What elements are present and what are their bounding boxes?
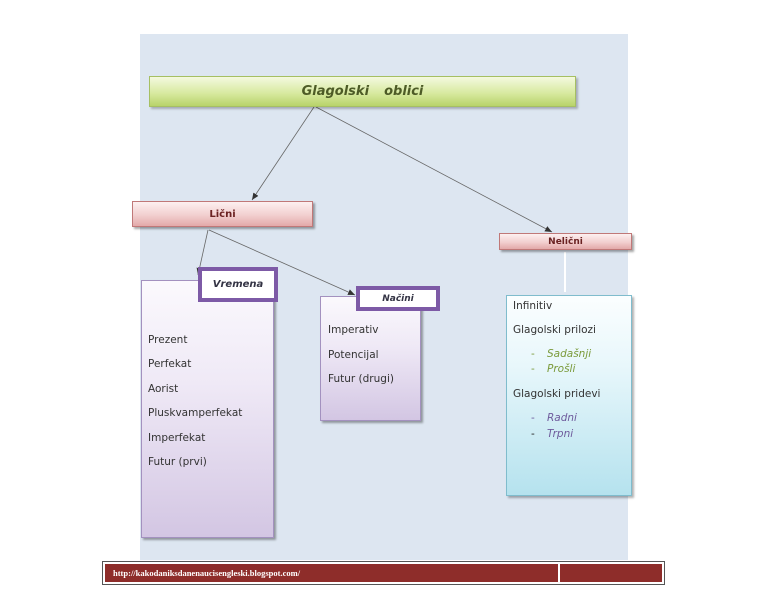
vremena-item: Futur (prvi) (148, 456, 207, 468)
dash: - (531, 363, 535, 375)
nacini-tag: Načini (356, 286, 440, 311)
nacini-item: Futur (drugi) (328, 373, 394, 385)
nacini-item: Imperativ (328, 324, 379, 336)
pridev-subitem: -Radni (531, 412, 577, 424)
nelicni-box: Nelični (499, 233, 632, 250)
footer-url-link[interactable]: http://kakodaniksdanenaucisengleski.blog… (105, 564, 560, 582)
footer-bar: http://kakodaniksdanenaucisengleski.blog… (102, 561, 665, 585)
dash: - (531, 412, 535, 424)
title-box: Glagolski oblici (149, 76, 576, 107)
nacini-label: Načini (382, 293, 414, 304)
licni-box: Lični (132, 201, 313, 227)
vremena-item: Prezent (148, 334, 188, 346)
nacini-box (320, 296, 421, 421)
licni-label: Lični (209, 208, 236, 220)
vremena-item: Aorist (148, 383, 179, 395)
dash: - (531, 348, 535, 360)
vremena-label: Vremena (212, 279, 264, 290)
infinitiv-item: Infinitiv (513, 300, 553, 312)
footer-right-cell (560, 564, 662, 582)
nelicni-list-box (506, 295, 632, 496)
nacini-item: Potencijal (328, 349, 379, 361)
vremena-tag: Vremena (198, 267, 278, 302)
pridev-trpni: Trpni (547, 428, 574, 440)
vremena-item: Imperfekat (148, 432, 206, 444)
vremena-item: Perfekat (148, 358, 192, 370)
prilog-sadasnji: Sadašnji (547, 348, 592, 360)
prilog-subitem: -Prošli (531, 363, 575, 375)
prilog-subitem: -Sadašnji (531, 348, 591, 360)
glagolski-prilozi-item: Glagolski prilozi (513, 324, 596, 336)
pridev-radni: Radni (547, 412, 577, 424)
nelicni-label: Nelični (548, 236, 583, 247)
glagolski-pridevi-item: Glagolski pridevi (513, 388, 601, 400)
footer-url-text: http://kakodaniksdanenaucisengleski.blog… (113, 568, 301, 578)
vremena-item: Pluskvamperfekat (148, 407, 243, 419)
prilog-prosli: Prošli (547, 363, 576, 375)
pridev-subitem: -Trpni (531, 428, 573, 440)
title-text: Glagolski oblici (301, 84, 424, 99)
dash: - (531, 428, 535, 440)
